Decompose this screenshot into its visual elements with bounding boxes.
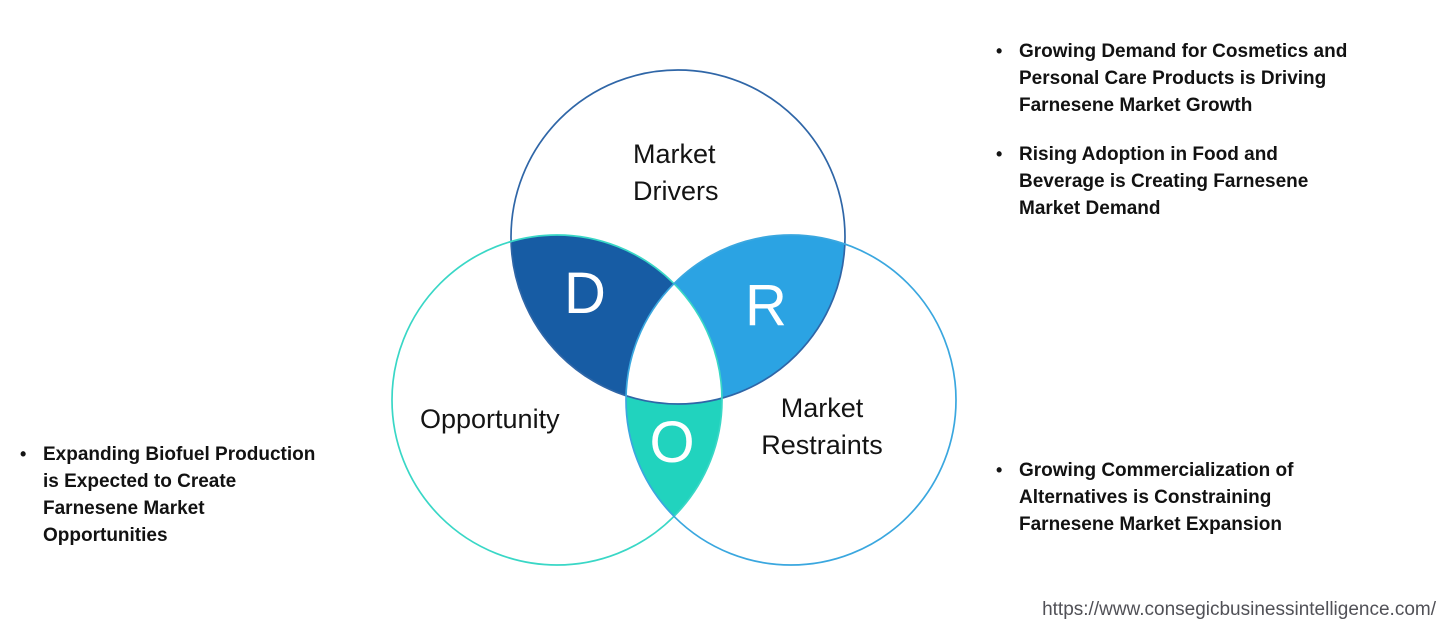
opportunity-circle-outline xyxy=(391,234,723,566)
drivers-circle-outline xyxy=(510,69,846,405)
bullet-item: • Expanding Biofuel Production is Expect… xyxy=(20,441,360,549)
opportunity-bullet-list: • Expanding Biofuel Production is Expect… xyxy=(20,441,360,549)
restraints-circle-label-line2: Restraints xyxy=(761,430,883,460)
bullet-item: • Rising Adoption in Food and Beverage i… xyxy=(996,141,1426,222)
bullet-item: • Growing Demand for Cosmetics and Perso… xyxy=(996,38,1426,119)
source-url: https://www.consegicbusinessintelligence… xyxy=(1042,599,1436,620)
bullet-marker: • xyxy=(996,144,1003,164)
bullet-text: Expanding Biofuel Production is Expected… xyxy=(43,444,316,546)
drivers-letter: D xyxy=(564,261,606,326)
opportunity-circle-label: Opportunity xyxy=(420,404,560,434)
bullet-marker: • xyxy=(996,460,1003,480)
opportunity-letter: O xyxy=(649,410,694,475)
restraints-letter: R xyxy=(745,273,787,338)
bullet-text: Rising Adoption in Food and Beverage is … xyxy=(1019,144,1309,219)
bullet-marker: • xyxy=(20,444,27,464)
restraints-circle-outline xyxy=(625,234,957,566)
drivers-circle-label-line1: Market xyxy=(633,139,716,169)
drivers-circle-label-line2: Drivers xyxy=(633,176,719,206)
restraints-bullet-list: • Growing Commercialization of Alternati… xyxy=(996,457,1426,538)
drivers-bullet-list: • Growing Demand for Cosmetics and Perso… xyxy=(996,38,1426,222)
bullet-item: • Growing Commercialization of Alternati… xyxy=(996,457,1426,538)
bullet-text: Growing Commercialization of Alternative… xyxy=(1019,460,1294,535)
bullet-marker: • xyxy=(996,41,1003,61)
bullet-text: Growing Demand for Cosmetics and Persona… xyxy=(1019,41,1348,116)
restraints-circle-label-line1: Market xyxy=(781,393,864,423)
